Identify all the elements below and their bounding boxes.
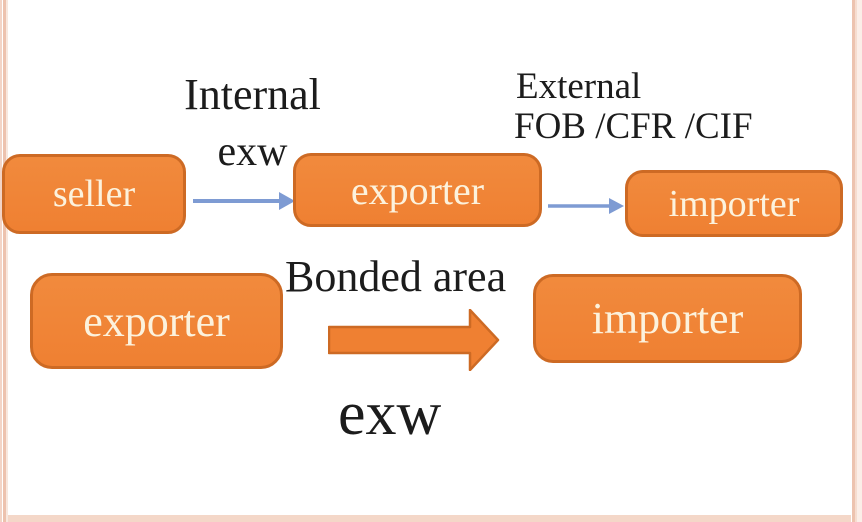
node-importer-external: importer	[625, 170, 843, 237]
label-bonded-area: Bonded area	[285, 252, 507, 301]
node-importer-label: importer	[668, 182, 800, 225]
node-exporter-label: exporter	[350, 167, 485, 213]
node-exporter-bonded-label: exporter	[83, 296, 230, 346]
node-seller: seller	[2, 154, 186, 234]
label-external-incoterms-fob-cfr-cif: FOB /CFR /CIF	[514, 106, 753, 147]
slide-frame-right	[851, 0, 862, 522]
node-exporter-bonded: exporter	[30, 273, 283, 369]
node-importer-bonded-label: importer	[591, 294, 744, 343]
node-exporter-internal: exporter	[293, 153, 542, 227]
label-external: External	[516, 66, 642, 107]
arrow-seller-to-exporter-icon	[193, 192, 295, 210]
label-internal: Internal	[184, 70, 321, 119]
arrow-exporter-to-importer-icon	[548, 198, 624, 214]
node-seller-label: seller	[52, 173, 136, 215]
block-arrow-exporter-to-importer-icon	[328, 309, 500, 371]
label-internal-incoterm-exw: exw	[217, 129, 288, 175]
slide-frame-bottom	[0, 515, 862, 522]
node-importer-bonded: importer	[533, 274, 802, 363]
slide-frame-left	[0, 0, 8, 522]
label-exw-bottom: exw	[338, 380, 442, 448]
